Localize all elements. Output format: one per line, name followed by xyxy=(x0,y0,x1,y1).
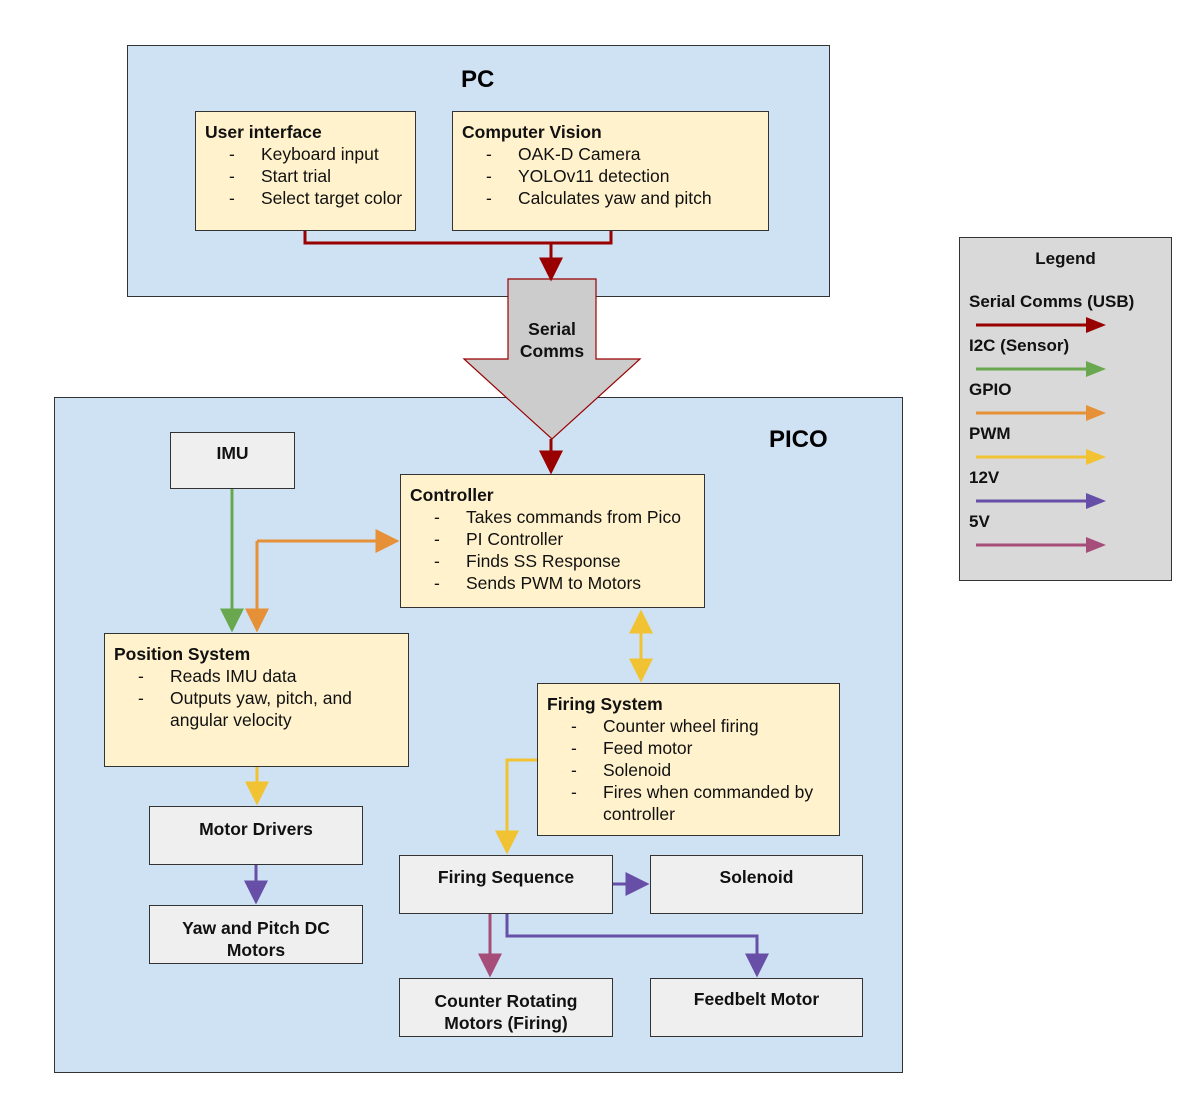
computer-vision-list: OAK-D Camera YOLOv11 detection Calculate… xyxy=(462,143,768,209)
firing-system-box: Firing System Counter wheel firing Feed … xyxy=(537,683,840,836)
counter-rotating-line2: Motors (Firing) xyxy=(444,1013,568,1033)
counter-rotating-box: Counter Rotating Motors (Firing) xyxy=(399,978,613,1037)
legend-label-12v: 12V xyxy=(969,468,1000,487)
computer-vision-title: Computer Vision xyxy=(462,122,602,142)
list-item: Feed motor xyxy=(547,737,831,759)
yaw-pitch-motors-line2: Motors xyxy=(226,939,286,960)
yaw-pitch-motors-box: Yaw and Pitch DC Motors xyxy=(149,905,363,964)
list-item: Sends PWM to Motors xyxy=(410,572,704,594)
legend-arrowhead-pwm xyxy=(1086,449,1106,465)
pc-title: PC xyxy=(461,66,495,93)
solenoid-label: Solenoid xyxy=(719,867,794,887)
legend-label-pwm: PWM xyxy=(969,424,1011,443)
solenoid-box: Solenoid xyxy=(650,855,863,914)
yaw-pitch-motors-line1: Yaw and Pitch DC xyxy=(182,917,330,938)
feedbelt-motor-label: Feedbelt Motor xyxy=(693,989,820,1009)
list-item: OAK-D Camera xyxy=(462,143,768,165)
list-item: Calculates yaw and pitch xyxy=(462,187,768,209)
list-item: Keyboard input xyxy=(205,143,415,165)
counter-rotating-line1: Counter Rotating xyxy=(434,991,578,1011)
list-item: Solenoid xyxy=(547,759,831,781)
legend-arrowhead-5v xyxy=(1086,537,1106,553)
firing-system-title: Firing System xyxy=(547,694,663,714)
firing-sequence-box: Firing Sequence xyxy=(399,855,613,914)
controller-title: Controller xyxy=(410,485,494,505)
list-item: YOLOv11 detection xyxy=(462,165,768,187)
list-item: Counter wheel firing xyxy=(547,715,831,737)
list-item: Select target color xyxy=(205,187,415,209)
computer-vision-box: Computer Vision OAK-D Camera YOLOv11 det… xyxy=(452,111,769,231)
list-item: Start trial xyxy=(205,165,415,187)
controller-list: Takes commands from Pico PI Controller F… xyxy=(410,506,704,594)
list-item: Outputs yaw, pitch, and angular velocity xyxy=(114,687,400,731)
imu-box: IMU xyxy=(170,432,295,489)
legend-arrows xyxy=(976,317,1106,553)
serial-comms-label: Serial Comms xyxy=(508,318,596,362)
legend-arrowhead-i2c xyxy=(1086,361,1106,377)
legend-arrowhead-gpio xyxy=(1086,405,1106,421)
motor-drivers-box: Motor Drivers xyxy=(149,806,363,865)
list-item: Finds SS Response xyxy=(410,550,704,572)
imu-label: IMU xyxy=(216,443,249,463)
legend-label-5v: 5V xyxy=(969,512,990,531)
motor-drivers-label: Motor Drivers xyxy=(199,819,313,839)
legend-title: Legend xyxy=(1035,249,1096,268)
legend-label-serial: Serial Comms (USB) xyxy=(969,292,1135,311)
position-system-title: Position System xyxy=(114,644,251,664)
pico-title: PICO xyxy=(769,426,828,453)
firing-system-list: Counter wheel firing Feed motor Solenoid… xyxy=(547,715,831,825)
feedbelt-motor-box: Feedbelt Motor xyxy=(650,978,863,1037)
list-item: Reads IMU data xyxy=(114,665,400,687)
legend-arrowhead-12v xyxy=(1086,493,1106,509)
list-item: Takes commands from Pico xyxy=(410,506,704,528)
firing-sequence-label: Firing Sequence xyxy=(437,867,575,887)
list-item: PI Controller xyxy=(410,528,704,550)
position-system-list: Reads IMU data Outputs yaw, pitch, and a… xyxy=(114,665,400,731)
legend-label-gpio: GPIO xyxy=(969,380,1012,399)
controller-box: Controller Takes commands from Pico PI C… xyxy=(400,474,705,608)
user-interface-list: Keyboard input Start trial Select target… xyxy=(205,143,415,209)
legend-arrowhead-serial xyxy=(1086,317,1106,333)
position-system-box: Position System Reads IMU data Outputs y… xyxy=(104,633,409,767)
legend: Legend Serial Comms (USB) I2C (Sensor) G… xyxy=(959,237,1172,581)
user-interface-title: User interface xyxy=(205,122,322,142)
serial-comms-line2: Comms xyxy=(519,341,585,361)
user-interface-box: User interface Keyboard input Start tria… xyxy=(195,111,416,231)
list-item: Fires when commanded by controller xyxy=(547,781,831,825)
serial-comms-line1: Serial xyxy=(528,319,576,339)
legend-label-i2c: I2C (Sensor) xyxy=(969,336,1070,355)
